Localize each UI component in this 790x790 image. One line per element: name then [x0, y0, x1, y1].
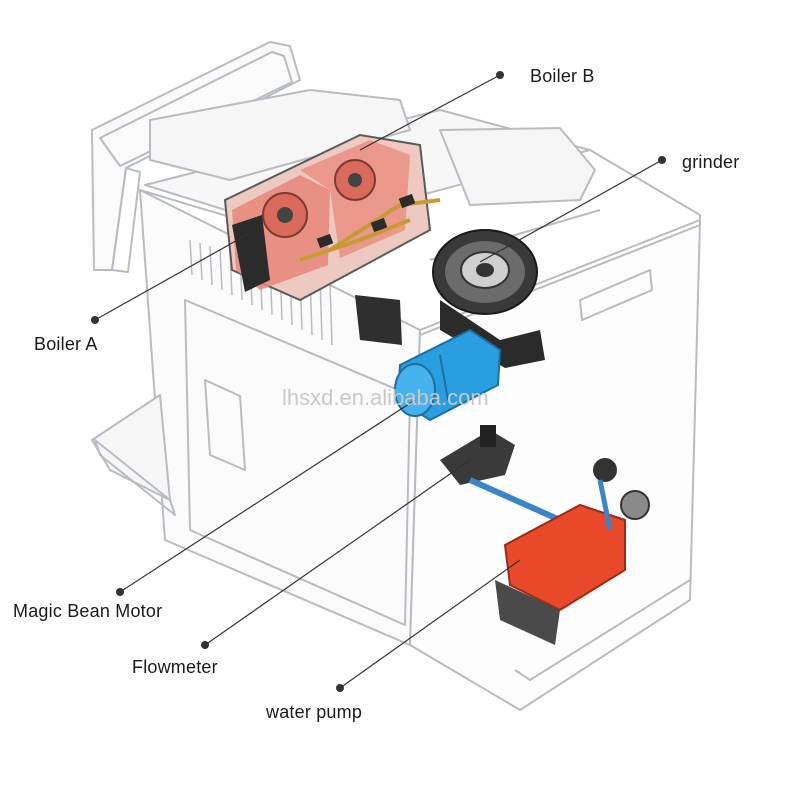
- boiler-a-dot: [91, 316, 99, 324]
- grinder-leader: [479, 159, 663, 263]
- boiler-a-label: Boiler A: [34, 334, 98, 354]
- leader-lines: [94, 74, 663, 689]
- magic-bean-motor-part: [394, 328, 502, 422]
- leader-dots: [91, 71, 666, 692]
- boiler-b-leader: [359, 74, 501, 151]
- flowmeter-dot: [201, 641, 209, 649]
- flowmeter-leader: [204, 459, 471, 646]
- watermark-text: lhsxd.en.alibaba.com: [282, 385, 489, 410]
- water-pump-label: water pump: [266, 702, 363, 722]
- boiler-a-leader: [94, 232, 251, 321]
- water-pump-leader: [339, 559, 521, 689]
- boiler-b-dot: [496, 71, 504, 79]
- grinder-dot: [658, 156, 666, 164]
- flowmeter-label: Flowmeter: [132, 657, 218, 677]
- magic-bean-motor-label: Magic Bean Motor: [13, 601, 163, 621]
- flowmeter-part: [440, 425, 562, 523]
- magic-bean-motor-leader: [119, 399, 416, 593]
- water-pump-dot: [336, 684, 344, 692]
- grinder-assembly: [355, 229, 545, 368]
- boiler-b-label: Boiler B: [530, 66, 595, 86]
- magic-bean-motor-dot: [116, 588, 124, 596]
- water-pump-part: [495, 458, 650, 645]
- grinder-label: grinder: [682, 152, 740, 172]
- boiler-assembly: [223, 133, 441, 302]
